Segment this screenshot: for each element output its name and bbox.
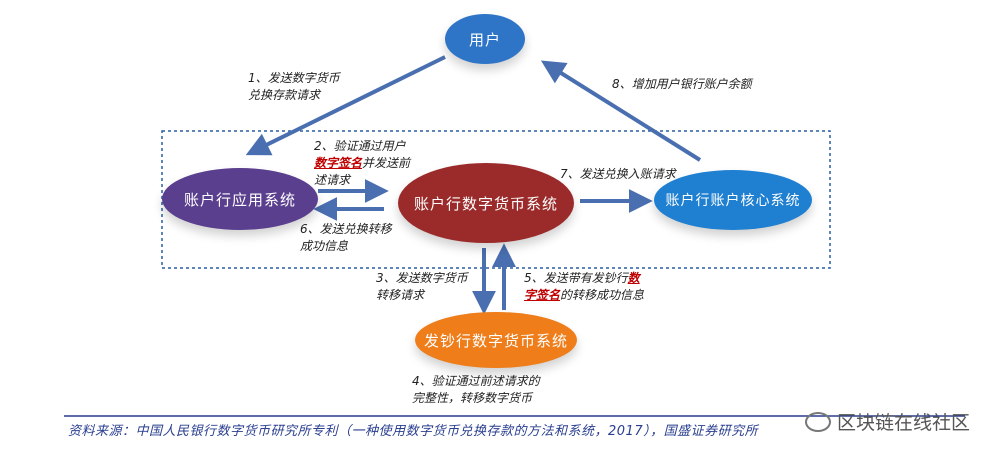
label-step-7: 7、发送兑换入账请求: [560, 167, 676, 181]
node-issuer-digital-currency: 发钞行数字货币系统: [415, 312, 577, 368]
chat-bubble-icon: [804, 411, 831, 432]
watermark: 区块链在线社区: [804, 408, 970, 435]
label-step-2: 2、验证通过用户 数字签名并发送前 述请求: [314, 139, 411, 187]
watermark-text: 区块链在线社区: [836, 412, 970, 434]
arrow-step-8: [540, 60, 702, 162]
node-bank-core: 账户行账户核心系统: [654, 170, 812, 230]
label-step-4: 4、验证通过前述请求的 完整性，转移数字货币: [412, 374, 540, 405]
label-step-8: 8、增加用户银行账户余额: [612, 77, 752, 91]
label-step-3: 3、发送数字货币 转移请求: [376, 271, 468, 302]
highlight-signature: 数字签名: [314, 156, 363, 170]
node-bank-app: 账户行应用系统: [162, 168, 318, 230]
label-step-5: 5、发送带有发钞行数 字签名的转移成功信息: [524, 271, 645, 302]
label-step-6: 6、发送兑换转移 成功信息: [300, 222, 392, 253]
source-caption: 资料来源：中国人民银行数字货币研究所专利（一种使用数字货币兑换存款的方法和系统，…: [68, 424, 759, 439]
arrow-step-1: [245, 55, 446, 156]
highlight-issuer-signature-b: 字签名: [524, 288, 561, 302]
node-user: 用户: [445, 14, 525, 64]
highlight-issuer-signature-a: 数: [627, 271, 640, 285]
node-bank-digital-currency: 账户行数字货币系统: [398, 163, 574, 243]
label-step-1: 1、发送数字货币 兑换存款请求: [248, 71, 340, 102]
